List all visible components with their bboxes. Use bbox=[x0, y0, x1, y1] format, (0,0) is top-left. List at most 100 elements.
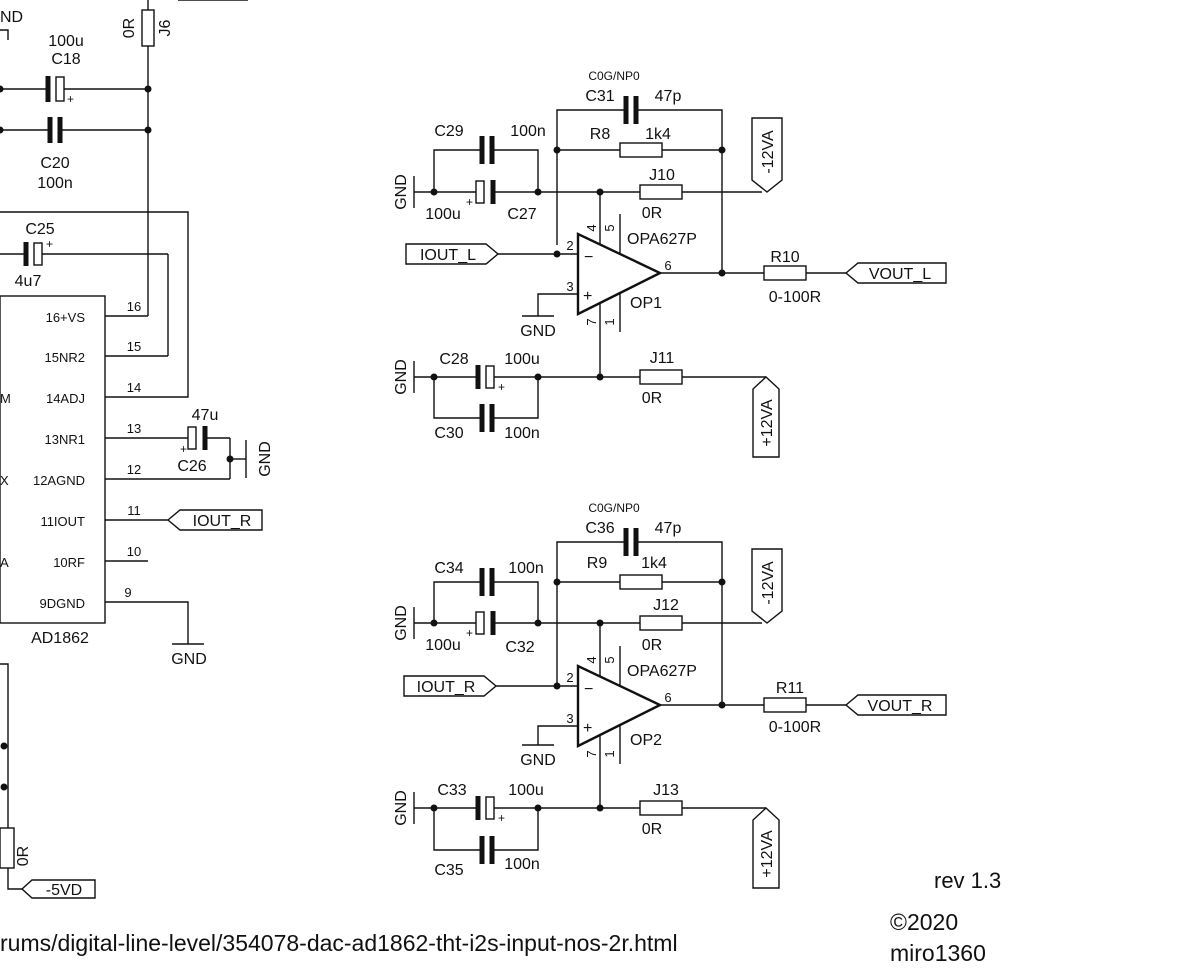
gnd-op1-label: GND bbox=[520, 323, 556, 340]
wire bbox=[638, 109, 723, 273]
c18-value: 100u bbox=[48, 33, 84, 50]
vout-l-label: VOUT_L bbox=[869, 266, 931, 283]
c18-capacitor: + 100u C18 bbox=[0, 33, 152, 106]
c30-value: 100n bbox=[504, 425, 540, 442]
wire bbox=[494, 581, 539, 623]
c30-ref: C30 bbox=[434, 425, 463, 442]
port-plus12va-r bbox=[752, 807, 780, 889]
op2-part: OPA627P bbox=[627, 663, 697, 680]
wire bbox=[0, 29, 9, 40]
c20-ref: C20 bbox=[40, 155, 69, 172]
svg-text:+: + bbox=[466, 626, 473, 640]
ic-pin-number: 12 bbox=[127, 462, 141, 477]
gnd-l2-label: GND bbox=[393, 359, 410, 395]
c26-ref: C26 bbox=[177, 458, 206, 475]
ic-pin-name: 11IOUT bbox=[40, 514, 85, 529]
j6-ref: J6 bbox=[157, 19, 174, 36]
r10-value: 0-100R bbox=[769, 289, 821, 306]
c26-capacitor: + 47u C26 GND bbox=[105, 407, 274, 480]
c31-ref: C31 bbox=[585, 88, 614, 105]
wire bbox=[433, 808, 480, 851]
c32-ref: C32 bbox=[505, 639, 534, 656]
c25-ref: C25 bbox=[25, 221, 54, 238]
plus12va-r-label: +12VA bbox=[759, 830, 776, 878]
minus12va-l-label: -12VA bbox=[760, 130, 777, 174]
r10-resistor bbox=[763, 265, 807, 281]
port-vout-r bbox=[844, 694, 947, 716]
c26-value: 47u bbox=[192, 407, 219, 424]
ic-pin-number: 13 bbox=[127, 421, 141, 436]
ic-pin-number: 11 bbox=[127, 503, 141, 518]
c33-ref: C33 bbox=[437, 782, 466, 799]
j11-resistor bbox=[639, 369, 683, 385]
j10-resistor bbox=[639, 184, 683, 200]
ic-pin-number: 14 bbox=[127, 380, 141, 395]
port-minus12va-l bbox=[751, 117, 783, 193]
op2-minus: − bbox=[584, 681, 593, 698]
r9-ref: R9 bbox=[587, 555, 608, 572]
port-plus12va-l bbox=[752, 376, 780, 458]
copyright: ©2020 bbox=[890, 909, 958, 935]
op2-pin: 6 bbox=[664, 690, 671, 705]
op2-ref: OP2 bbox=[630, 732, 662, 749]
port-iout-l bbox=[405, 243, 500, 265]
svg-text:+: + bbox=[180, 442, 187, 456]
ad1862-ic: AD1862 16+VS 15NR2 14ADJ 13NR1 12AGND 11… bbox=[0, 295, 141, 647]
j13-ref: J13 bbox=[653, 782, 679, 799]
op1-plus: + bbox=[583, 288, 592, 305]
op1-pin: 5 bbox=[602, 224, 617, 231]
source-url: rums/digital-line-level/354078-dac-ad186… bbox=[0, 930, 678, 956]
ic-left-label: A bbox=[0, 555, 9, 570]
ic-left-label: X bbox=[0, 473, 9, 488]
ic-pin-number: 15 bbox=[127, 339, 141, 354]
wire bbox=[556, 541, 624, 582]
ic-pin-name: 9DGND bbox=[39, 596, 85, 611]
op2-stage: C0G/NP0 C36 47p R9 1k4 C34 100n + GND 10… bbox=[393, 501, 947, 889]
port-vout-l bbox=[844, 262, 947, 284]
r9-resistor bbox=[619, 574, 663, 590]
dac-section: ND 0R J6 + 100u C18 bbox=[0, 0, 274, 899]
j13-resistor bbox=[639, 800, 683, 816]
junction bbox=[0, 742, 8, 750]
svg-text:+: + bbox=[498, 380, 505, 394]
junction bbox=[0, 783, 8, 791]
j6-resistor: 0R J6 bbox=[121, 0, 174, 316]
ic-pin-name: 16+VS bbox=[46, 310, 86, 325]
r11-resistor bbox=[763, 697, 807, 713]
r8-ref: R8 bbox=[590, 126, 611, 143]
wire bbox=[556, 109, 624, 150]
c33-value: 100u bbox=[508, 782, 544, 799]
op2-pin: 4 bbox=[584, 656, 599, 663]
c20-capacitor: C20 100n bbox=[0, 85, 152, 192]
iout-r-dac-label: IOUT_R bbox=[193, 513, 252, 530]
r10-ref: R10 bbox=[770, 249, 799, 266]
gnd-l1-label: GND bbox=[393, 174, 410, 210]
r11-value: 0-100R bbox=[769, 719, 821, 736]
r9-value: 1k4 bbox=[641, 555, 667, 572]
ic-pin-name: 10RF bbox=[53, 555, 85, 570]
port-minus5vd bbox=[20, 879, 96, 899]
j12-ref: J12 bbox=[653, 597, 679, 614]
ic-pin-number: 9 bbox=[124, 585, 131, 600]
op2-pin: 2 bbox=[566, 670, 573, 685]
wire bbox=[105, 601, 189, 644]
svg-text:+: + bbox=[498, 811, 505, 825]
wire bbox=[537, 725, 578, 745]
gnd-op2-label: GND bbox=[520, 752, 556, 769]
op1-minus: − bbox=[584, 249, 593, 266]
j11-value: 0R bbox=[642, 390, 662, 407]
op1-pin: 7 bbox=[584, 318, 599, 325]
vout-r-label: VOUT_R bbox=[868, 698, 933, 715]
wire bbox=[494, 377, 539, 419]
svg-text:+: + bbox=[46, 237, 53, 251]
minus12va-r-label: -12VA bbox=[760, 561, 777, 605]
c27-capacitor bbox=[475, 180, 485, 204]
c18-ref: C18 bbox=[51, 51, 80, 68]
j12-value: 0R bbox=[642, 637, 662, 654]
op2-pin: 5 bbox=[602, 656, 617, 663]
wire bbox=[433, 377, 480, 419]
op2-plus: + bbox=[583, 720, 592, 737]
op1-part: OPA627P bbox=[627, 231, 697, 248]
j10-value: 0R bbox=[642, 205, 662, 222]
op2-pin: 7 bbox=[584, 750, 599, 757]
